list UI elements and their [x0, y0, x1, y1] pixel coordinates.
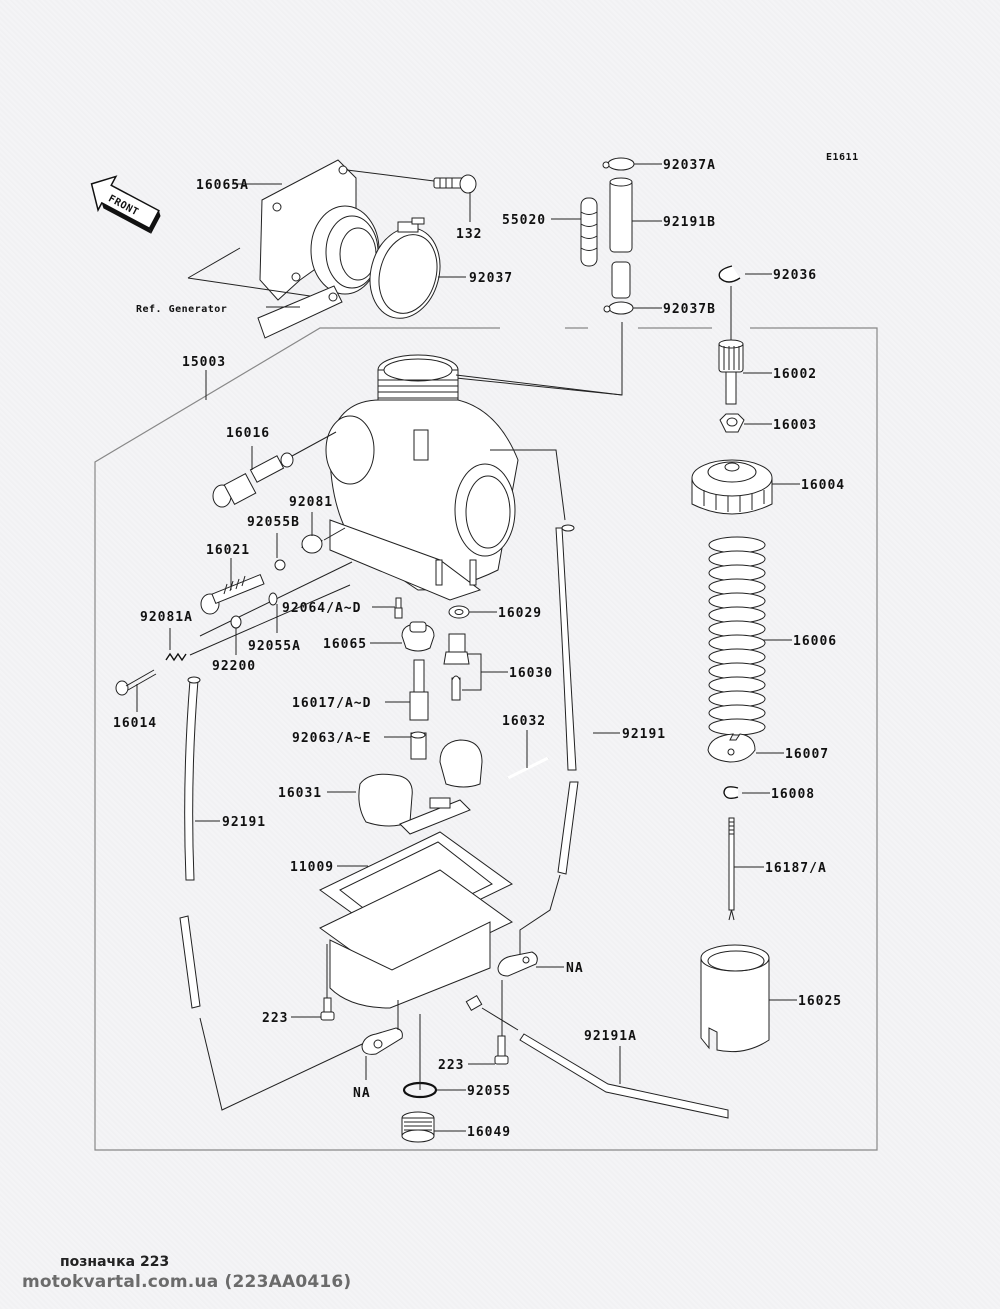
label-92081: 92081: [289, 495, 333, 510]
label-NA-right: NA: [566, 961, 584, 976]
part-92081A-spring: [165, 652, 187, 662]
part-92055B-o-ring: [274, 559, 286, 571]
label-15003: 15003: [182, 355, 226, 370]
label-16032: 16032: [502, 714, 546, 729]
part-92036-clip: [718, 265, 741, 283]
float-chamber: [319, 869, 513, 1012]
label-16014: 16014: [113, 716, 157, 731]
label-16006: 16006: [793, 634, 837, 649]
part-16003-nut: [719, 413, 745, 433]
part-92200-washer: [230, 615, 242, 629]
part-92191-left-hose: [179, 676, 201, 1009]
label-16065: 16065: [323, 637, 367, 652]
label-92064: 92064/A~D: [282, 601, 361, 616]
part-16002-cable-adjuster: [718, 339, 744, 405]
label-16187: 16187/A: [765, 861, 827, 876]
part-16006-spring: [708, 536, 766, 736]
diagram-code: E1611: [826, 152, 859, 163]
label-92036: 92036: [773, 268, 817, 283]
label-55020: 55020: [502, 213, 546, 228]
part-16187-jet-needle: [728, 817, 735, 921]
part-92064-screw: [394, 597, 403, 619]
label-92037B: 92037B: [663, 302, 716, 317]
part-223-left-screw: [320, 997, 335, 1021]
carburetor-parts-diagram: E1611 FRONT 16065A 132 92037: [90, 152, 878, 1151]
part-NA-right-bracket: [497, 951, 538, 977]
label-16017: 16017/A~D: [292, 696, 371, 711]
part-92081-spring: [301, 534, 323, 554]
label-16065A: 16065A: [196, 178, 249, 193]
part-16031-float: [358, 739, 483, 835]
part-92037-clamp: [369, 217, 441, 319]
carburetor-body: [325, 354, 519, 601]
label-223-mid: 223: [438, 1058, 464, 1073]
spring-coil: [708, 718, 766, 736]
label-92063: 92063/A~E: [292, 731, 371, 746]
site-watermark: motokvartal.com.ua (223AA0416): [22, 1272, 352, 1292]
label-16002: 16002: [773, 367, 817, 382]
label-16007: 16007: [785, 747, 829, 762]
label-16031: 16031: [278, 786, 322, 801]
part-223-mid-screw: [494, 1035, 509, 1065]
part-16025-throttle-valve: [700, 944, 770, 1053]
part-92191A-hose: [519, 1033, 729, 1119]
part-16007-plate: [707, 733, 756, 763]
label-92081A: 92081A: [140, 610, 193, 625]
label-NA-left: NA: [353, 1086, 371, 1101]
caption-label: позначка 223: [60, 1254, 170, 1270]
part-16032-float-pin: [507, 756, 549, 780]
part-16065-needle-jet-holder: [401, 621, 435, 652]
part-92037B-clip: [603, 301, 634, 315]
part-132-bolt: [433, 174, 477, 194]
ref-generator-label: Ref. Generator: [136, 304, 227, 315]
part-92191B-hose: [609, 177, 633, 299]
part-16030-float-valve: [443, 633, 470, 701]
part-16008-e-clip: [723, 786, 739, 800]
part-55020-protector: [580, 197, 598, 267]
part-NA-left-bracket: [361, 1027, 403, 1055]
part-16004-top-cap: [691, 459, 773, 515]
label-132: 132: [456, 227, 482, 242]
part-16021-throttle-stop-screw: [200, 573, 265, 615]
part-92037A-clip: [602, 157, 635, 171]
label-16008: 16008: [771, 787, 815, 802]
label-16004: 16004: [801, 478, 845, 493]
label-16029: 16029: [498, 606, 542, 621]
ref-generator-bracket: [257, 285, 343, 339]
part-16029-washer: [448, 605, 470, 619]
part-16014-pilot-screw: [115, 669, 157, 696]
front-arrow-icon: FRONT: [90, 175, 161, 234]
label-11009: 11009: [290, 860, 334, 875]
label-92191B: 92191B: [663, 215, 716, 230]
part-16065A-intake-holder: [259, 159, 380, 301]
label-92200: 92200: [212, 659, 256, 674]
part-92055A-o-ring: [268, 592, 278, 606]
label-16016: 16016: [226, 426, 270, 441]
label-92037: 92037: [469, 271, 513, 286]
label-223-left: 223: [262, 1011, 288, 1026]
part-16049-drain-plug: [401, 1111, 435, 1143]
label-92055: 92055: [467, 1084, 511, 1099]
label-92191-left: 92191: [222, 815, 266, 830]
label-16025: 16025: [798, 994, 842, 1009]
label-16049: 16049: [467, 1125, 511, 1140]
assembly-frame: [94, 327, 878, 1151]
label-92055A: 92055A: [248, 639, 301, 654]
label-92055B: 92055B: [247, 515, 300, 530]
label-92191A: 92191A: [584, 1029, 637, 1044]
part-16017-needle-jet: [409, 659, 429, 721]
label-16030: 16030: [509, 666, 553, 681]
label-92037A: 92037A: [663, 158, 716, 173]
part-92063-main-jet: [410, 731, 427, 760]
part-16016-starter-plunger: [212, 452, 294, 508]
label-92191-right: 92191: [622, 727, 666, 742]
label-16021: 16021: [206, 543, 250, 558]
part-92191-right-hose: [555, 524, 579, 875]
label-16003: 16003: [773, 418, 817, 433]
